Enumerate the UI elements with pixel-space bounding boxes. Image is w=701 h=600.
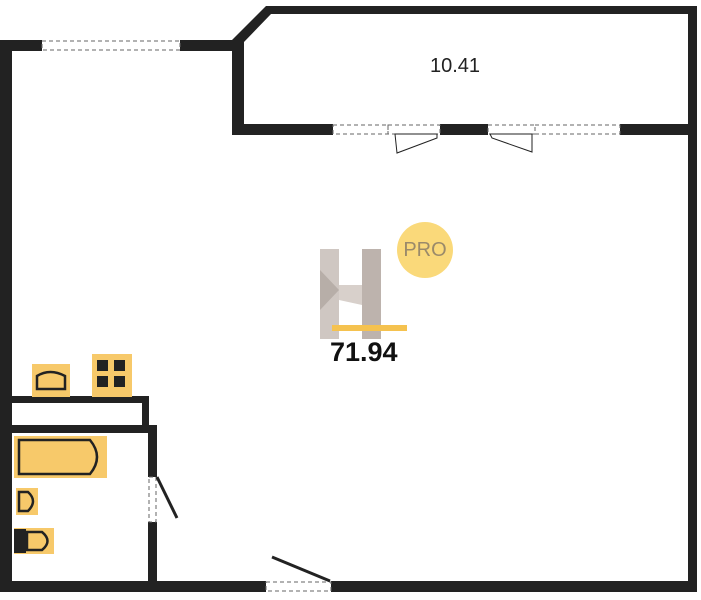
balcony-door-2[interactable]	[489, 133, 533, 153]
kitchen-sink	[32, 364, 70, 397]
logo-facet	[320, 270, 339, 310]
stove-burner	[114, 376, 125, 387]
wall-bottom-right	[331, 581, 697, 592]
logo	[320, 249, 407, 339]
bathroom-sink	[16, 488, 38, 515]
wall-left	[0, 40, 12, 592]
logo-underline	[332, 325, 407, 331]
wall-right	[688, 6, 697, 592]
wall-top-left	[0, 40, 42, 51]
bathroom-sink-bowl	[17, 490, 35, 513]
window-balcony-right	[534, 124, 621, 135]
wall-bottom-left	[0, 581, 266, 592]
wall-balcony-bottom-1	[232, 124, 333, 135]
wall-balcony-left	[232, 40, 244, 135]
window-main	[41, 40, 181, 51]
kitchen-sink-bowl	[35, 370, 67, 391]
entrance-door[interactable]	[271, 555, 331, 583]
walls	[0, 6, 697, 592]
stove-burner	[97, 360, 108, 371]
toilet-tank	[14, 529, 26, 553]
wall-balcony-top	[232, 6, 697, 42]
stove-burner	[114, 360, 125, 371]
bathtub-basin	[17, 438, 99, 476]
balcony-door-1[interactable]	[394, 133, 438, 154]
bathroom-door-gap	[148, 476, 157, 523]
toilet-bowl	[25, 530, 49, 552]
stove-burner	[97, 376, 108, 387]
wall-balcony-bottom-2	[440, 124, 488, 135]
fixtures	[14, 354, 132, 554]
door-gap-balcony-1	[387, 124, 441, 135]
wall-top-mid	[180, 40, 244, 51]
bathroom-door[interactable]	[155, 476, 179, 519]
window-balcony-left	[332, 124, 389, 135]
doors	[155, 133, 533, 583]
logo-crossbar	[339, 285, 362, 305]
wall-balcony-bottom-3	[620, 124, 697, 135]
wall-niche	[142, 396, 149, 428]
pro-badge: PRO	[397, 222, 453, 278]
door-gap-balcony-2	[487, 124, 536, 135]
balcony-area-label: 10.41	[430, 55, 481, 77]
wall-kitchen-counter	[12, 396, 149, 403]
wall-bathroom-top	[12, 425, 157, 433]
wall-bathroom-right-lower	[148, 522, 157, 582]
logo-right-bar	[362, 249, 381, 339]
stove-burners	[97, 360, 125, 387]
wall-bathroom-right-upper	[148, 425, 157, 477]
total-area-label: 71.94	[330, 337, 398, 367]
entrance-gap	[265, 581, 332, 592]
